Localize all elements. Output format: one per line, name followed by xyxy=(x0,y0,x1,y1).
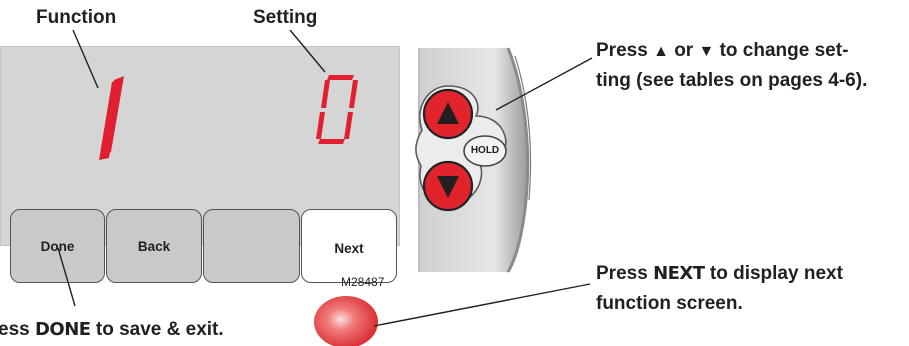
next-instruction-line1: Press NEXT to display next xyxy=(596,262,843,286)
next-key-name: NEXT xyxy=(653,263,705,284)
done-instruction: ess DONE to save & exit. xyxy=(0,318,224,342)
next-button-label: Next xyxy=(334,241,364,256)
next-instruction-press: Press xyxy=(596,263,648,284)
back-button-label: Back xyxy=(137,239,171,254)
function-label: Function xyxy=(36,7,117,28)
leader-lines xyxy=(57,29,593,327)
figure-code: M28487 xyxy=(341,275,385,289)
arrows-instruction-line1: Press ▲ or ▼ to change set- xyxy=(596,39,848,64)
down-arrow-glyph-icon: ▼ xyxy=(698,43,715,60)
blank-button[interactable] xyxy=(203,209,300,283)
up-arrow-glyph-icon: ▲ xyxy=(653,43,669,60)
next-instruction-line2: function screen. xyxy=(596,293,743,314)
up-button[interactable] xyxy=(422,88,474,140)
done-key-name: DONE xyxy=(34,319,91,340)
status-led xyxy=(314,296,378,346)
back-button[interactable]: Back xyxy=(106,209,202,283)
done-button-label: Done xyxy=(40,239,75,254)
arrows-instruction-line2: ting (see tables on pages 4-6). xyxy=(596,70,868,91)
function-digit xyxy=(99,76,124,160)
arrows-instruction-or: or xyxy=(674,40,694,61)
down-button[interactable] xyxy=(422,160,474,212)
setting-label: Setting xyxy=(253,7,318,28)
setting-digit xyxy=(316,75,358,144)
arrows-instruction-press: Press xyxy=(596,40,648,61)
next-instruction-rest: to display next xyxy=(709,263,843,284)
done-instruction-press: ess xyxy=(0,319,30,340)
done-instruction-rest: to save & exit. xyxy=(95,319,224,340)
up-arrow-icon xyxy=(437,102,459,124)
hold-label: HOLD xyxy=(470,145,500,156)
down-arrow-icon xyxy=(437,176,459,198)
hold-button[interactable] xyxy=(463,135,507,167)
done-button[interactable]: Done xyxy=(10,209,105,283)
next-button[interactable]: Next xyxy=(301,209,397,283)
arrows-instruction-change: to change set- xyxy=(719,40,849,61)
